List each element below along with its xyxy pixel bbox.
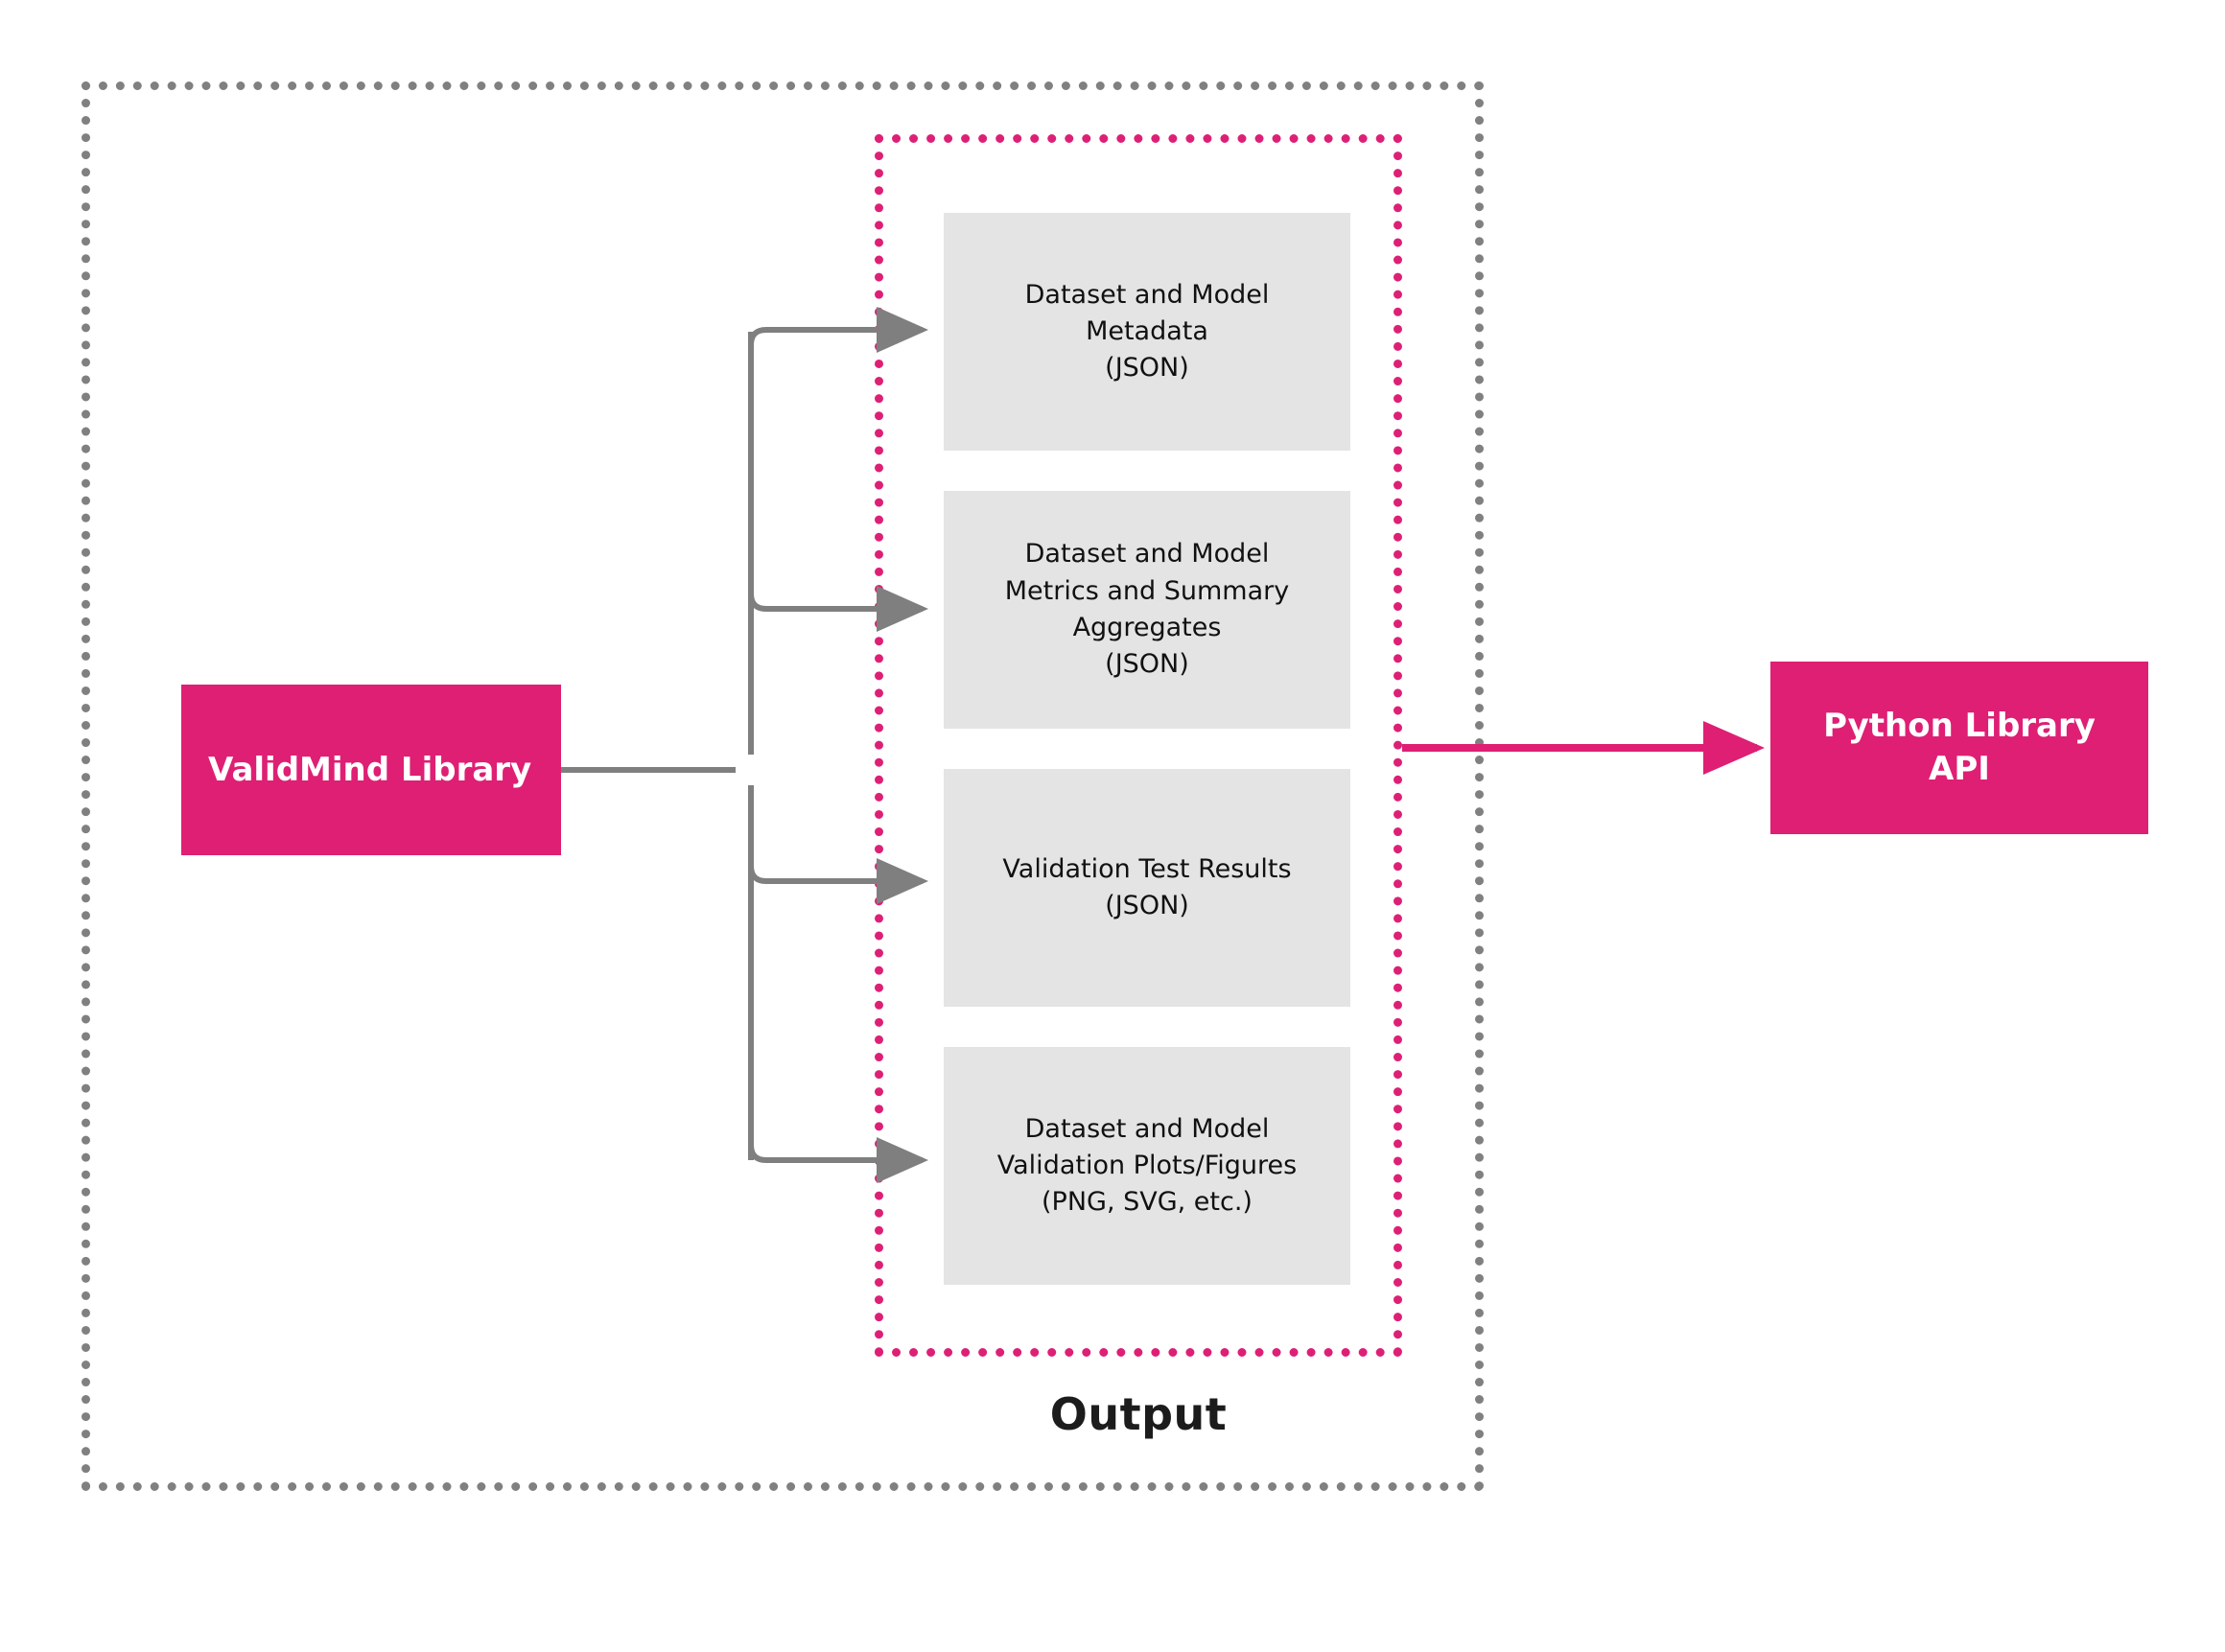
output-group-caption: Output xyxy=(1049,1388,1228,1440)
output-node-metrics-and-summary-aggregates[interactable]: Dataset and Model Metrics and Summary Ag… xyxy=(944,491,1350,729)
validmind-library-label: ValidMind Library xyxy=(208,750,532,789)
python-library-api-node[interactable]: Python Library API xyxy=(1770,662,2148,834)
output-node-validation-test-results[interactable]: Validation Test Results (JSON) xyxy=(944,769,1350,1007)
validmind-library-node[interactable]: ValidMind Library xyxy=(181,685,561,855)
output-group-dotted-frame xyxy=(875,134,1402,1357)
python-library-api-label: Python Library API xyxy=(1823,707,2096,788)
outer-boundary-dotted-frame xyxy=(82,81,1484,1491)
output-node-validation-plots-figures[interactable]: Dataset and Model Validation Plots/Figur… xyxy=(944,1047,1350,1285)
output-node-dataset-and-model-metadata[interactable]: Dataset and Model Metadata (JSON) xyxy=(944,213,1350,451)
